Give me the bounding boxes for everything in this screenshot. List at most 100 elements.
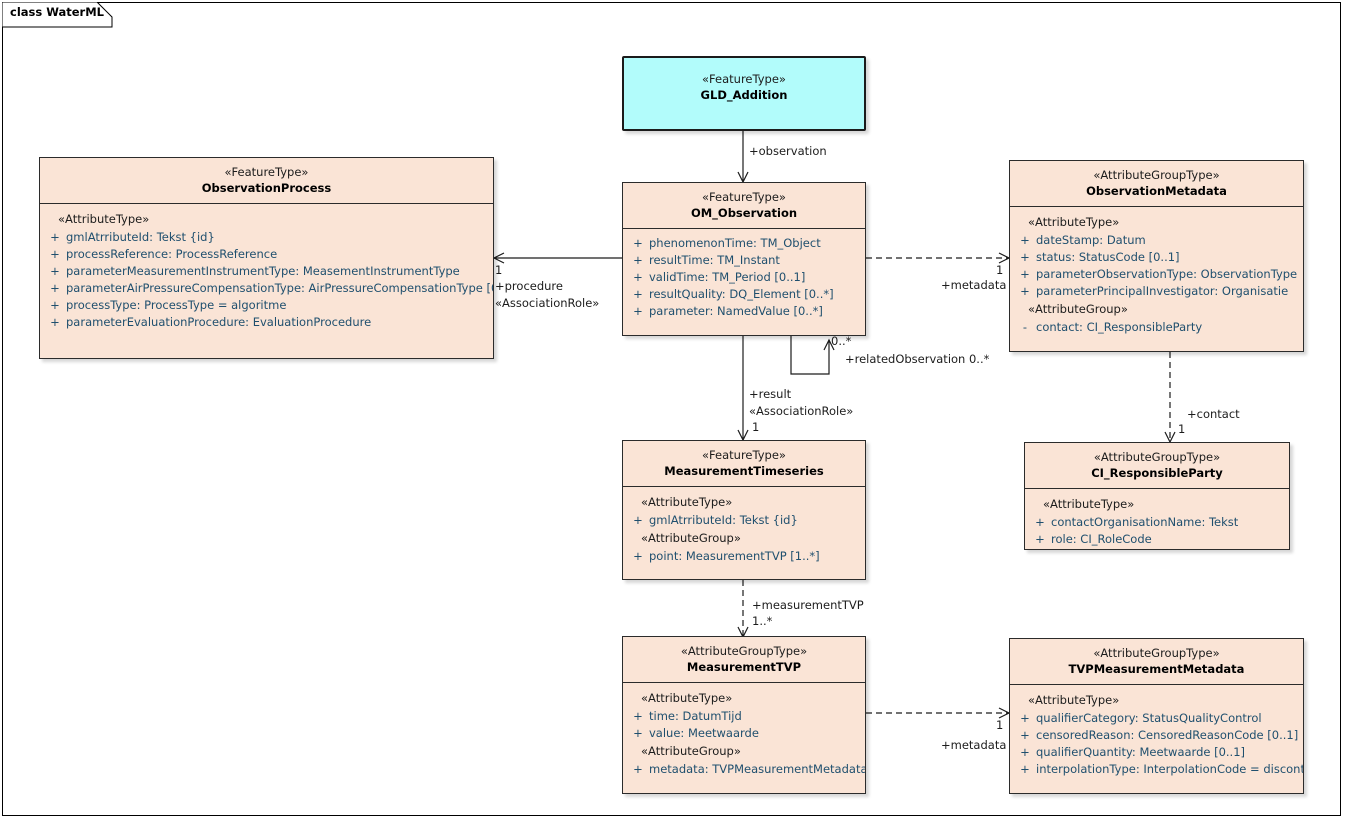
attribute-row: + role: CI_RoleCode	[1029, 531, 1285, 548]
attribute-row: + parameterEvaluationProcedure: Evaluatio…	[44, 314, 489, 331]
visibility-marker: +	[1020, 728, 1030, 742]
attribute-text: processType: ProcessType = algoritme	[66, 298, 287, 312]
connector-stereo-procedure: «AssociationRole»	[495, 296, 600, 310]
visibility-marker: +	[1020, 250, 1030, 264]
attribute-group-label: «AttributeType»	[1028, 693, 1120, 707]
attribute-row: + qualifierQuantity: Meetwaarde [0..1]	[1014, 744, 1299, 761]
attribute-row: +time: DatumTijd	[627, 708, 861, 725]
visibility-marker: +	[633, 709, 643, 723]
attribute-text: resultTime: TM_Instant	[649, 253, 780, 267]
class-measurement-tvp[interactable]: «AttributeGroupType» MeasurementTVP «Att…	[622, 636, 866, 794]
connector-mult-measurement-tvp: 1..*	[752, 614, 773, 628]
attribute-text: role: CI_RoleCode	[1051, 532, 1152, 546]
attribute-text: processReference: ProcessReference	[66, 247, 278, 261]
attribute-row: +interpolationType: InterpolationCode = …	[1014, 761, 1303, 778]
class-body-observation-process: «AttributeType» +gmlAtrributeId: Tekst {…	[40, 204, 493, 339]
attribute-group-label: «AttributeType»	[1028, 215, 1120, 229]
class-name: OM_Observation	[690, 206, 798, 220]
attribute-text: parameterPrincipalInvestigator: Organisa…	[1036, 284, 1289, 298]
connector-mult-result: 1	[752, 420, 760, 434]
attribute-row: +gmlAtrributeId: Tekst {id}	[627, 512, 861, 529]
attribute-row: + parameter: NamedValue [0..*]	[627, 303, 861, 320]
attribute-text: point: MeasurementTVP [1..*]	[649, 549, 820, 563]
visibility-marker: +	[50, 247, 60, 261]
attribute-text: value: Meetwaarde	[649, 726, 759, 740]
attribute-text: parameter: NamedValue [0..*]	[649, 304, 823, 318]
connector-label-procedure: +procedure	[495, 279, 563, 293]
visibility-marker: +	[1035, 515, 1045, 529]
connector-label-metadata-tvp: +metadata	[941, 738, 1007, 752]
class-tvp-measurement-metadata[interactable]: «AttributeGroupType» TVPMeasurementMetad…	[1009, 638, 1304, 794]
attribute-group-label: «AttributeGroup»	[641, 531, 741, 545]
class-header-gld-addition: «FeatureType» GLD_Addition	[624, 58, 864, 110]
visibility-marker: +	[633, 236, 643, 250]
attribute-row: -contact: CI_ResponsibleParty	[1014, 319, 1299, 336]
visibility-marker: +	[633, 762, 643, 776]
attribute-text: contact: CI_ResponsibleParty	[1036, 320, 1203, 334]
connector-label-measurement-tvp: +measurementTVP	[752, 598, 864, 612]
attribute-row: +dateStamp: Datum	[1014, 232, 1299, 249]
class-observation-metadata[interactable]: «AttributeGroupType» ObservationMetadata…	[1009, 160, 1304, 352]
visibility-marker: +	[50, 264, 60, 278]
class-header-observation-process: «FeatureType» ObservationProcess	[40, 158, 493, 204]
connector-label-observation: +observation	[749, 144, 827, 158]
visibility-marker: +	[1020, 233, 1030, 247]
visibility-marker: +	[1020, 284, 1030, 298]
visibility-marker: +	[633, 304, 643, 318]
class-header-ci-responsible-party: «AttributeGroupType» CI_ResponsibleParty	[1025, 443, 1289, 489]
visibility-marker: +	[50, 315, 60, 329]
class-observation-process[interactable]: «FeatureType» ObservationProcess «Attrib…	[39, 157, 494, 359]
class-body-measurement-tvp: «AttributeType» +time: DatumTijd +value:…	[623, 683, 865, 786]
attribute-row: +status: StatusCode [0..1]	[1014, 249, 1299, 266]
class-stereotype: «AttributeGroupType»	[680, 644, 808, 658]
visibility-marker: +	[1035, 532, 1045, 546]
class-gld-addition[interactable]: «FeatureType» GLD_Addition	[622, 56, 866, 131]
class-stereotype: «AttributeGroupType»	[1093, 450, 1221, 464]
attribute-row: + point: MeasurementTVP [1..*]	[627, 548, 861, 565]
connector-mult-procedure: 1	[495, 263, 503, 277]
class-stereotype: «FeatureType»	[702, 72, 786, 86]
attribute-text: qualifierQuantity: Meetwaarde [0..1]	[1036, 745, 1246, 759]
visibility-marker: -	[1022, 320, 1028, 334]
class-measurement-timeseries[interactable]: «FeatureType» MeasurementTimeseries «Att…	[622, 440, 866, 580]
attribute-text: phenomenonTime: TM_Object	[649, 236, 821, 250]
class-stereotype: «FeatureType»	[224, 165, 309, 179]
class-om-observation[interactable]: «FeatureType» OM_Observation + phenomenon…	[622, 182, 866, 336]
class-stereotype: «AttributeGroupType»	[1093, 646, 1220, 660]
visibility-marker: +	[633, 287, 643, 301]
visibility-marker: +	[633, 549, 643, 563]
attribute-text: gmlAtrributeId: Tekst {id}	[649, 513, 798, 527]
attribute-row: +value: Meetwaarde	[627, 725, 861, 742]
visibility-marker: +	[1020, 745, 1030, 759]
attribute-text: contactOrganisationName: Tekst	[1051, 515, 1239, 529]
attribute-text: validTime: TM_Period [0..1]	[649, 270, 806, 284]
connector-label-result: +result	[749, 387, 792, 401]
diagram-title: class WaterML	[10, 5, 104, 19]
connector-mult-metadata-observation: 1	[996, 263, 1004, 277]
attribute-text: parameterEvaluationProcedure: Evaluation…	[66, 315, 372, 329]
attribute-row: +validTime: TM_Period [0..1]	[627, 269, 861, 286]
attribute-text: censoredReason: CensoredReasonCode [0..1…	[1036, 728, 1299, 742]
class-body-tvp-measurement-metadata: «AttributeType» +qualifierCategory: Stat…	[1010, 685, 1303, 786]
attribute-text: interpolationType: InterpolationCode = d…	[1036, 762, 1304, 776]
attribute-text: parameterAirPressureCompensationType: Ai…	[66, 281, 494, 295]
class-name: CI_ResponsibleParty	[1091, 466, 1223, 480]
connector-label-related-observation: +relatedObservation 0..*	[845, 352, 990, 366]
attribute-text: parameterObservationType: ObservationTyp…	[1036, 267, 1298, 281]
diagram-frame-tab	[2, 2, 113, 28]
attribute-row: +parameterAirPressureCompensationType: A…	[44, 280, 493, 297]
attribute-text: metadata: TVPMeasurementMetadata	[649, 762, 866, 776]
class-header-om-observation: «FeatureType» OM_Observation	[623, 183, 865, 229]
attribute-group-label: «AttributeType»	[1043, 497, 1135, 511]
attribute-row: +resultQuality: DQ_Element [0..*]	[627, 286, 861, 303]
connector-mult-metadata-tvp: 1	[996, 718, 1004, 732]
class-ci-responsible-party[interactable]: «AttributeGroupType» CI_ResponsibleParty…	[1024, 442, 1290, 550]
visibility-marker: +	[633, 253, 643, 267]
attribute-row: +processType: ProcessType = algoritme	[44, 297, 489, 314]
class-body-observation-metadata: «AttributeType» +dateStamp: Datum +statu…	[1010, 207, 1303, 344]
visibility-marker: +	[1020, 267, 1030, 281]
class-name: MeasurementTVP	[686, 660, 802, 674]
attribute-group-label: «AttributeType»	[58, 212, 150, 226]
connector-mult-contact: 1	[1178, 422, 1186, 436]
